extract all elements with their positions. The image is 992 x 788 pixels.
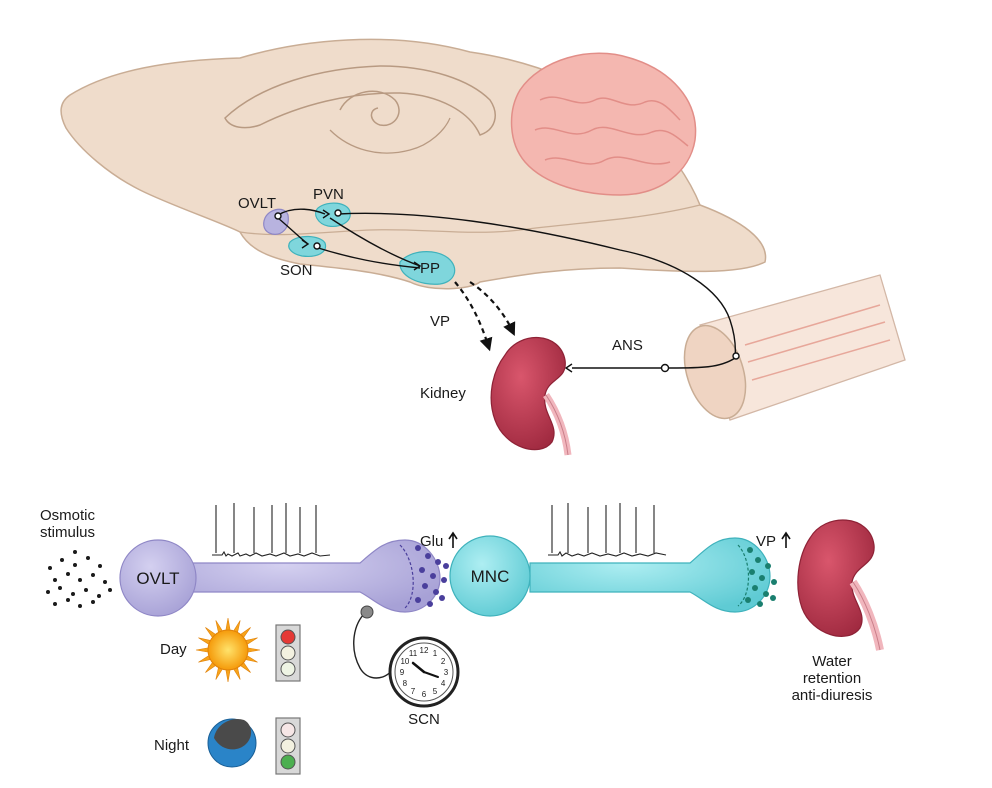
- ovlt-region: [263, 208, 289, 235]
- pvn-label: PVN: [313, 186, 344, 203]
- mnc-spike-train: [548, 503, 667, 557]
- son-region: [288, 235, 327, 257]
- clock-number: 3: [444, 668, 449, 677]
- mnc-neuron: [449, 535, 771, 617]
- ovlt-neuron: [119, 539, 441, 617]
- moon-icon: [207, 718, 257, 768]
- water-label-line3: anti-diuresis: [792, 687, 873, 704]
- ovlt-top-label: OVLT: [238, 195, 276, 212]
- corpus-callosum: [224, 65, 496, 136]
- clock-number: 11: [409, 649, 418, 658]
- sun-icon: [195, 617, 261, 683]
- osmotic-label-line1: Osmotic: [40, 507, 96, 524]
- pp-region: [399, 251, 456, 285]
- glu-up-arrow-icon: [448, 531, 458, 548]
- cerebellum-folia: [534, 96, 689, 165]
- clock-number: 4: [441, 679, 446, 688]
- clock-number: 9: [400, 668, 405, 677]
- brain-sagittal: [60, 38, 767, 290]
- vp-dots: [745, 547, 777, 607]
- brain-lower-lobe: [239, 204, 701, 236]
- traffic-light-icon-day: [275, 624, 301, 682]
- glu-label: Glu: [420, 533, 443, 550]
- ans-label: ANS: [612, 337, 643, 354]
- vp-release-arrows: [454, 281, 516, 352]
- pp-label: PP: [420, 260, 440, 277]
- mnc-cell-label: MNC: [471, 567, 510, 586]
- hypothalamic-nuclei: [263, 202, 456, 285]
- night-label: Night: [154, 737, 190, 754]
- osmotic-label-line2: stimulus: [40, 524, 95, 541]
- clock-number: 5: [433, 687, 438, 696]
- clock-number: 8: [403, 679, 408, 688]
- spinal-cord: [683, 274, 906, 421]
- traffic-light-icon-night: [275, 717, 301, 775]
- water-label-line2: retention: [803, 670, 861, 687]
- pvn-region: [315, 202, 351, 227]
- clock-number: 10: [400, 657, 409, 666]
- glu-dots: [415, 545, 449, 607]
- son-label: SON: [280, 262, 313, 279]
- vp-release-label: VP: [756, 533, 776, 550]
- day-label: Day: [160, 641, 187, 658]
- osmotic-stimulus-dots: [46, 550, 112, 608]
- clock-number: 1: [433, 649, 438, 658]
- brain-inner-fold: [339, 90, 400, 127]
- clock-number: 7: [411, 687, 416, 696]
- kidney-top-label: Kidney: [420, 385, 466, 402]
- clock-number: 12: [420, 646, 429, 655]
- neural-pathways: [274, 208, 740, 373]
- kidney-bottom: [797, 519, 884, 651]
- vp-up-arrow-icon: [781, 531, 791, 548]
- brainstem-fold: [329, 117, 451, 154]
- clock-number: 2: [441, 657, 446, 666]
- kidney-top: [490, 337, 572, 456]
- ovlt-cell-label: OVLT: [136, 569, 179, 588]
- cerebellum: [510, 52, 697, 196]
- clock-number: 6: [422, 690, 427, 699]
- vp-arrow-label: VP: [430, 313, 450, 330]
- scn-connection: [353, 605, 393, 679]
- ovlt-spike-train: [212, 503, 331, 557]
- scn-label: SCN: [408, 711, 440, 728]
- water-label-line1: Water: [812, 653, 851, 670]
